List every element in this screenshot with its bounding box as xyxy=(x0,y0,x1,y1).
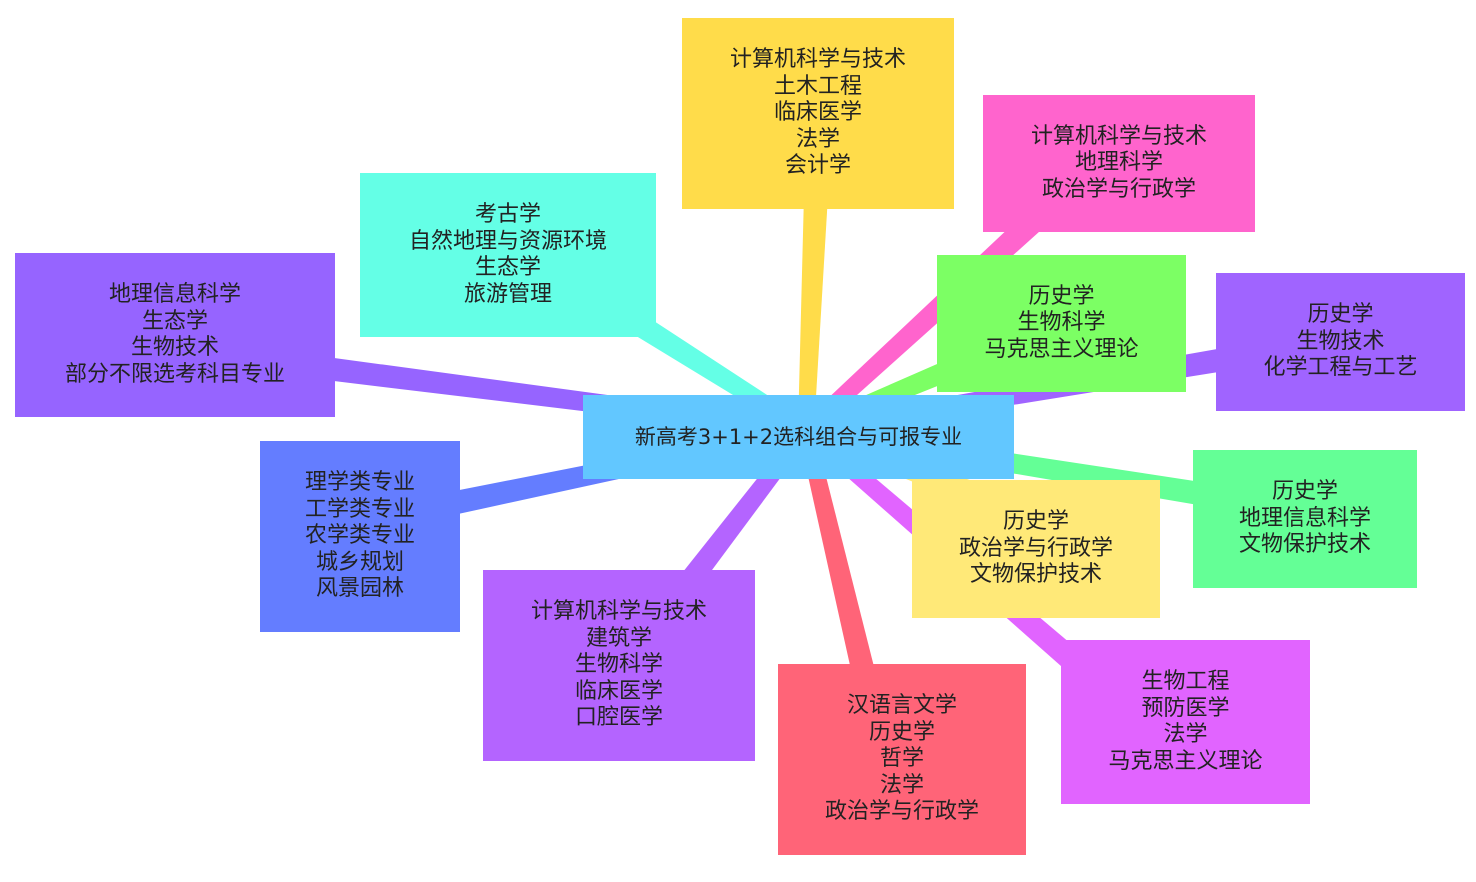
branch-item: 生态学 xyxy=(474,255,541,280)
branch-item: 生物科学 xyxy=(1017,310,1106,336)
branch-node-7: 生物工程预防医学法学马克思主义理论 xyxy=(1061,640,1310,804)
branch-node-6: 历史学政治学与行政学文物保护技术 xyxy=(912,480,1160,618)
branch-item: 预防医学 xyxy=(1141,695,1230,721)
branch-item: 建筑学 xyxy=(585,625,652,651)
branch-node-2: 计算机科学与技术地理科学政治学与行政学 xyxy=(983,95,1255,232)
branch-item: 考古学 xyxy=(474,202,541,227)
branch-item: 历史学 xyxy=(1307,302,1374,328)
branch-item: 计算机科学与技术 xyxy=(1030,123,1207,149)
branch-item: 地理信息科学 xyxy=(1238,505,1371,531)
branch-node-8: 汉语言文学历史学哲学法学政治学与行政学 xyxy=(778,664,1026,855)
branch-item: 化学工程与工艺 xyxy=(1263,355,1418,381)
branch-item: 汉语言文学 xyxy=(846,693,957,719)
branch-item: 生物工程 xyxy=(1141,669,1230,694)
branch-item: 历史学 xyxy=(868,719,935,745)
branch-node-3: 历史学生物科学马克思主义理论 xyxy=(937,255,1186,392)
branch-item: 生物科学 xyxy=(574,652,663,678)
branch-item: 历史学 xyxy=(1028,283,1095,309)
branch-item: 历史学 xyxy=(1271,479,1338,505)
branch-item: 自然地理与资源环境 xyxy=(408,228,607,254)
connector-b8 xyxy=(798,428,882,703)
branch-item: 生物技术 xyxy=(1296,328,1385,354)
branch-item: 地理信息科学 xyxy=(108,282,241,307)
branch-item: 农学类专业 xyxy=(304,523,415,549)
branch-item: 政治学与行政学 xyxy=(1041,176,1196,202)
branch-item: 文物保护技术 xyxy=(969,562,1102,588)
center-topic-label: 新高考3+1+2选科组合与可报专业 xyxy=(634,424,963,449)
branch-item: 法学 xyxy=(879,772,924,798)
branch-item: 城乡规划 xyxy=(315,549,404,575)
branch-item: 会计学 xyxy=(784,153,851,179)
branch-item: 政治学与行政学 xyxy=(958,535,1113,561)
branch-item: 旅游管理 xyxy=(463,281,552,307)
branch-item: 临床医学 xyxy=(574,678,663,704)
branch-node-12: 考古学自然地理与资源环境生态学旅游管理 xyxy=(360,173,656,337)
branch-item: 生物技术 xyxy=(130,335,219,360)
branch-item: 哲学 xyxy=(879,746,924,772)
branch-item: 文物保护技术 xyxy=(1238,532,1371,558)
branch-item: 工学类专业 xyxy=(304,496,415,522)
branch-node-10: 理学类专业工学类专业农学类专业城乡规划风景园林 xyxy=(260,441,460,632)
branch-node-5: 历史学地理信息科学文物保护技术 xyxy=(1193,450,1417,588)
branch-item: 马克思主义理论 xyxy=(1108,748,1263,774)
branch-item: 临床医学 xyxy=(773,100,862,126)
branch-item: 计算机科学与技术 xyxy=(530,599,707,625)
connector-b1 xyxy=(798,194,828,431)
branch-item: 部分不限选考科目专业 xyxy=(64,361,285,387)
branch-item: 法学 xyxy=(795,126,840,152)
branch-item: 地理科学 xyxy=(1074,150,1163,176)
branch-item: 生态学 xyxy=(141,308,208,334)
branch-item: 土木工程 xyxy=(773,73,862,99)
branch-node-4: 历史学生物技术化学工程与工艺 xyxy=(1216,273,1465,411)
branch-item: 马克思主义理论 xyxy=(984,336,1139,362)
branch-item: 历史学 xyxy=(1002,509,1069,535)
branch-node-11: 地理信息科学生态学生物技术部分不限选考科目专业 xyxy=(15,253,335,417)
branch-item: 口腔医学 xyxy=(574,705,663,731)
branch-item: 风景园林 xyxy=(315,576,404,602)
branch-item: 政治学与行政学 xyxy=(824,799,979,825)
branch-item: 法学 xyxy=(1163,722,1208,747)
center-topic: 新高考3+1+2选科组合与可报专业 xyxy=(583,395,1014,479)
branch-item: 理学类专业 xyxy=(304,470,415,496)
branch-item: 计算机科学与技术 xyxy=(729,47,906,73)
branch-node-1: 计算机科学与技术土木工程临床医学法学会计学 xyxy=(682,18,954,209)
branch-node-9: 计算机科学与技术建筑学生物科学临床医学口腔医学 xyxy=(483,570,755,761)
